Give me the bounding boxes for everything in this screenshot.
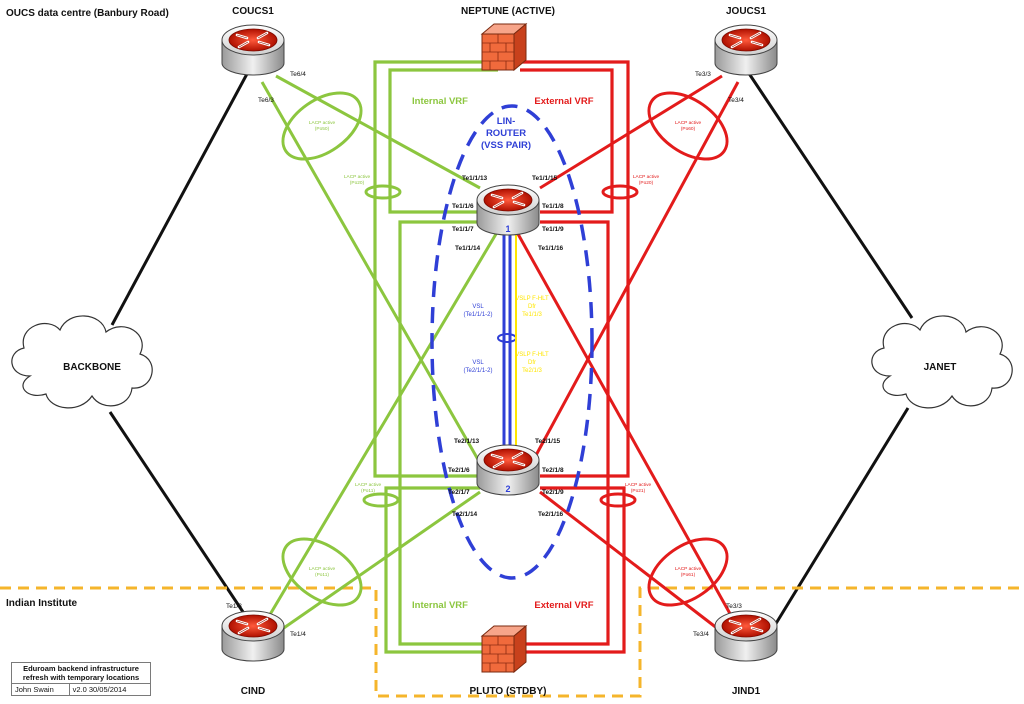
fhl2-port: Te2/1/3	[522, 368, 542, 374]
fhl2-dfr: Dfr	[528, 360, 536, 366]
pluto-label: PLUTO (STDBY)	[469, 686, 546, 697]
lacp-po50-id: (Po50)	[315, 126, 330, 132]
pluto-firewall-icon[interactable]	[481, 625, 527, 673]
r2-port-te2-1-15: Te2/1/15	[535, 438, 561, 445]
lacp-po20-green-label: LACP active	[344, 174, 371, 180]
vsl2-ports: (Te2/1/1-2)	[463, 368, 492, 374]
internal-cross-links	[260, 74, 498, 634]
r2-port-te2-1-14: Te2/1/14	[452, 511, 478, 518]
lacp-po61-label: LACP active	[675, 566, 702, 572]
fhl1-port: Te1/1/3	[522, 312, 542, 318]
cind-label: CIND	[241, 686, 265, 697]
joucs1-port-b: Te3/4	[728, 97, 744, 104]
uplink-lines	[108, 71, 914, 631]
vsl1-label: VSL	[472, 304, 484, 310]
site-title: OUCS data centre (Banbury Road)	[6, 8, 169, 19]
r1-port-te1-1-16: Te1/1/16	[538, 245, 564, 252]
neptune-vrf-links	[373, 60, 630, 478]
second-site-label: Indian Institute	[6, 598, 78, 609]
lacp-po20-red-label: LACP active	[633, 174, 660, 180]
coucs1-port-a: Te6/4	[290, 71, 306, 78]
lacp-po61-id: (Po61)	[681, 572, 696, 578]
r2-port-te2-1-8: Te2/1/8	[542, 467, 564, 474]
coucs1-router-icon[interactable]	[220, 23, 286, 77]
fhl2-label: VSLP F-HLT	[515, 352, 549, 358]
lin-router-label-line3: (VSS PAIR)	[481, 140, 531, 151]
cind-router-icon[interactable]	[220, 609, 286, 663]
r1-port-te1-1-8: Te1/1/8	[542, 203, 564, 210]
lacp-po60-label: LACP active	[675, 120, 702, 126]
lacp-po11a-label: LACP active	[355, 482, 382, 488]
r2-port-te2-1-13: Te2/1/13	[454, 438, 480, 445]
cind-port-a: Te1/3	[226, 603, 242, 610]
joucs1-port-a: Te3/3	[695, 71, 711, 78]
external-vrf-top-label: External VRF	[534, 96, 593, 107]
backbone-label: BACKBONE	[63, 362, 121, 373]
router2-number: 2	[505, 484, 510, 494]
vsl2-label: VSL	[472, 360, 484, 366]
lacp-po11b-id: (Po11)	[315, 572, 329, 578]
fhl1-dfr: Dfr	[528, 304, 536, 310]
r1-port-te1-1-6: Te1/1/6	[452, 203, 474, 210]
lacp-po11a-id: (Po11)	[361, 488, 375, 494]
neptune-firewall-icon[interactable]	[481, 23, 527, 71]
r1-port-te1-1-9: Te1/1/9	[542, 226, 564, 233]
cind-port-b: Te1/4	[290, 631, 306, 638]
lacp-po21-label: LACP active	[625, 482, 652, 488]
fhl1-label: VSLP F-HLT	[515, 296, 549, 302]
janet-label: JANET	[924, 362, 957, 373]
r2-port-te2-1-6: Te2/1/6	[448, 467, 470, 474]
internal-vrf-bottom-label: Internal VRF	[412, 600, 468, 611]
neptune-label: NEPTUNE (ACTIVE)	[461, 6, 555, 17]
jind1-label: JIND1	[732, 686, 761, 697]
lin-router-label-line2: ROUTER	[486, 128, 526, 139]
jind1-port-b: Te3/4	[693, 631, 709, 638]
coucs1-label: COUCS1	[232, 6, 274, 17]
r2-port-te2-1-7: Te2/1/7	[448, 489, 470, 496]
internal-vrf-top-label: Internal VRF	[412, 96, 468, 107]
router1-number: 1	[505, 224, 510, 234]
r2-port-te2-1-9: Te2/1/9	[542, 489, 564, 496]
vsl1-ports: (Te1/1/1-2)	[463, 312, 492, 318]
jind1-port-a: Te3/3	[726, 603, 742, 610]
info-box-author: John Swain	[11, 683, 70, 696]
r1-port-te1-1-13: Te1/1/13	[462, 175, 488, 182]
external-vrf-bottom-label: External VRF	[534, 600, 593, 611]
r1-port-te1-1-14: Te1/1/14	[455, 245, 481, 252]
info-box: Eduroam backend infrastructure refresh w…	[11, 662, 152, 698]
lacp-po20-red-id: (Po20)	[639, 180, 654, 186]
r1-port-te1-1-15: Te1/1/15	[532, 175, 558, 182]
lacp-po21-id: (Po21)	[631, 488, 646, 494]
lacp-po60-id: (Po60)	[681, 126, 696, 132]
joucs1-label: JOUCS1	[726, 6, 766, 17]
info-box-title: Eduroam backend infrastructure refresh w…	[11, 662, 151, 684]
info-box-version: v2.0 30/05/2014	[68, 683, 152, 696]
coucs1-port-b: Te6/3	[258, 97, 274, 104]
lacp-po11b-label: LACP active	[309, 566, 336, 572]
r1-port-te1-1-7: Te1/1/7	[452, 226, 474, 233]
joucs1-router-icon[interactable]	[713, 23, 779, 77]
vss-pair-ellipse	[430, 104, 594, 580]
r2-port-te2-1-16: Te2/1/16	[538, 511, 564, 518]
pluto-vrf-links	[384, 220, 626, 654]
indian-institute-boundary	[0, 586, 1024, 698]
lin-router-label-line1: LIN-	[497, 116, 515, 127]
lacp-po50-label: LACP active	[309, 120, 336, 126]
vsl-links	[497, 232, 517, 460]
lacp-ellipses-external	[599, 91, 729, 607]
jind1-router-icon[interactable]	[713, 609, 779, 663]
lacp-ellipses-internal	[281, 91, 402, 607]
lacp-po20-green-id: (Po20)	[350, 180, 365, 186]
external-cross-links	[516, 74, 740, 634]
